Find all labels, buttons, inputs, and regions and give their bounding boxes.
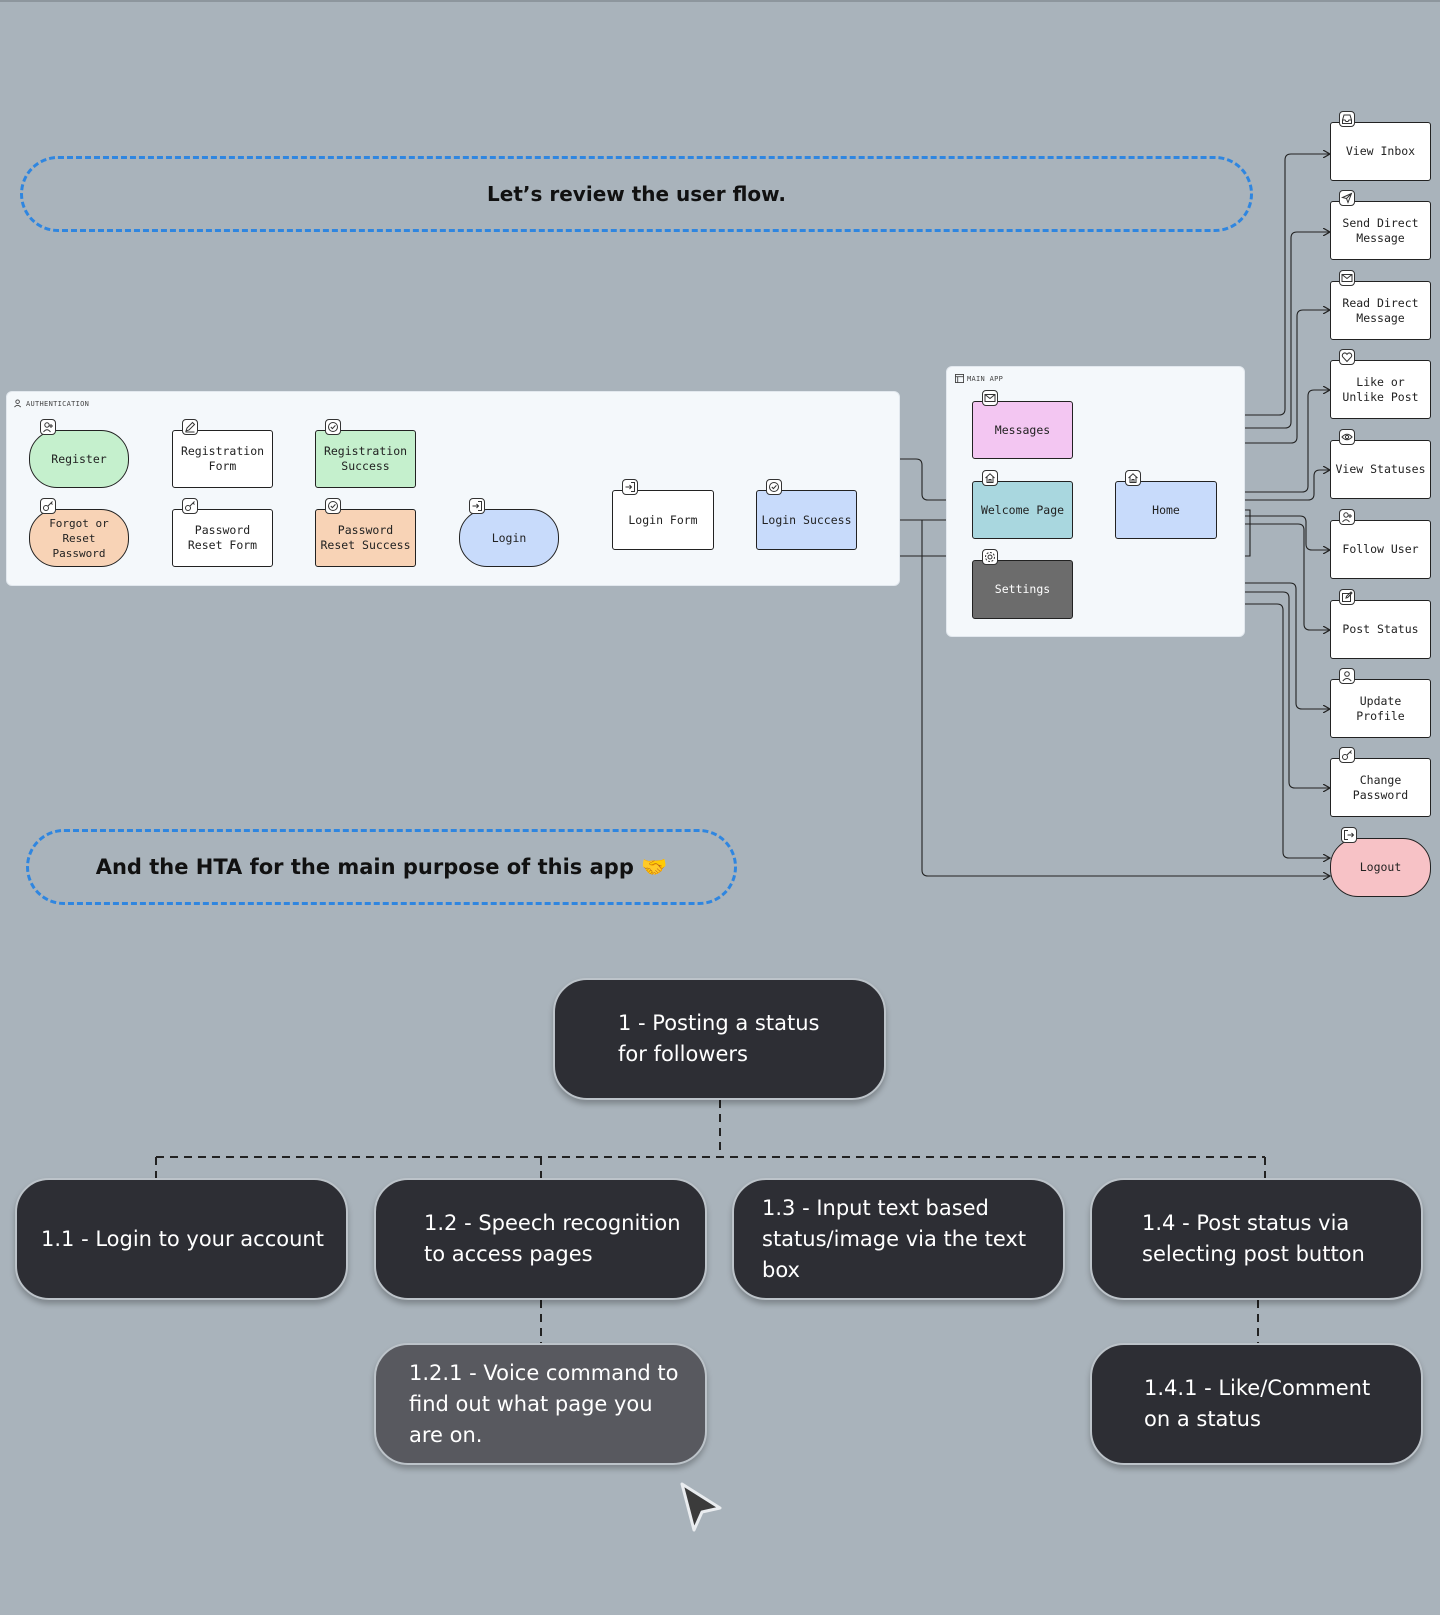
password-reset-success-node[interactable]: Password Reset Success: [315, 509, 416, 567]
login-node[interactable]: Login: [459, 509, 559, 567]
hta-title: And the HTA for the main purpose of this…: [95, 854, 668, 879]
gear-icon: [982, 549, 998, 565]
logout-node[interactable]: Logout: [1330, 838, 1431, 897]
registration-success-node[interactable]: Registration Success: [315, 430, 416, 488]
envelope-icon: [1339, 270, 1355, 286]
send-icon: [1339, 190, 1355, 206]
messages-node[interactable]: Messages: [972, 401, 1073, 459]
home-icon: [1125, 470, 1141, 486]
top-border: [0, 0, 1440, 2]
key-icon: [1339, 747, 1355, 763]
view-statuses-node[interactable]: View Statuses: [1330, 440, 1431, 499]
login-success-node[interactable]: Login Success: [756, 490, 857, 550]
hta-task-1-2-1: 1.2.1 - Voice command to find out what p…: [374, 1343, 707, 1465]
check-badge-icon: [325, 498, 341, 514]
hta-task-1-4: 1.4 - Post status via selecting post but…: [1090, 1178, 1423, 1300]
heart-icon: [1339, 349, 1355, 365]
change-password-node[interactable]: Change Password: [1330, 758, 1431, 817]
home-icon: [982, 470, 998, 486]
hta-task-1-3: 1.3 - Input text based status/image via …: [732, 1178, 1065, 1300]
user-icon: [1339, 668, 1355, 684]
login-form-node[interactable]: Login Form: [612, 490, 714, 550]
user-plus-icon: [1339, 509, 1355, 525]
login-arrow-icon: [469, 498, 485, 514]
envelope-icon: [982, 390, 998, 406]
register-node[interactable]: Register: [29, 430, 129, 488]
view-inbox-node[interactable]: View Inbox: [1330, 122, 1431, 181]
hta-banner: And the HTA for the main purpose of this…: [26, 829, 737, 905]
settings-node[interactable]: Settings: [972, 560, 1073, 619]
authentication-panel: [6, 391, 900, 586]
post-status-node[interactable]: Post Status: [1330, 600, 1431, 659]
registration-form-node[interactable]: Registration Form: [172, 430, 273, 488]
authentication-label: AUTHENTICATION: [14, 399, 89, 408]
pencil-icon: [182, 419, 198, 435]
hta-task-1-4-1: 1.4.1 - Like/Comment on a status: [1090, 1343, 1423, 1465]
eye-icon: [1339, 429, 1355, 445]
inbox-icon: [1339, 111, 1355, 127]
password-reset-form-node[interactable]: Password Reset Form: [172, 509, 273, 567]
home-node[interactable]: Home: [1115, 481, 1217, 539]
user-plus-icon: [40, 419, 56, 435]
mouse-pointer-icon: [680, 1482, 722, 1532]
like-unlike-post-node[interactable]: Like or Unlike Post: [1330, 360, 1431, 419]
update-profile-node[interactable]: Update Profile: [1330, 679, 1431, 738]
hta-task-1-1: 1.1 - Login to your account: [15, 1178, 348, 1300]
layout-icon: [955, 374, 964, 383]
key-icon: [40, 498, 56, 514]
check-badge-icon: [325, 419, 341, 435]
logout-icon: [1341, 827, 1357, 843]
check-badge-icon: [766, 479, 782, 495]
hta-task-1-2: 1.2 - Speech recognition to access pages: [374, 1178, 707, 1300]
main-app-label: MAIN APP: [955, 374, 1003, 383]
welcome-page-node[interactable]: Welcome Page: [972, 481, 1073, 539]
forgot-password-node[interactable]: Forgot or Reset Password: [29, 509, 129, 567]
user-plus-icon: [14, 399, 22, 408]
login-arrow-icon: [622, 479, 638, 495]
send-direct-message-node[interactable]: Send Direct Message: [1330, 201, 1431, 260]
key-icon: [182, 498, 198, 514]
user-flow-banner: Let’s review the user flow.: [20, 156, 1253, 232]
user-flow-title: Let’s review the user flow.: [487, 182, 786, 206]
read-direct-message-node[interactable]: Read Direct Message: [1330, 281, 1431, 340]
hta-root-node: 1 - Posting a status for followers: [553, 978, 886, 1100]
edit-icon: [1339, 589, 1355, 605]
hta-connectors: [155, 1100, 1266, 1343]
follow-user-node[interactable]: Follow User: [1330, 520, 1431, 579]
